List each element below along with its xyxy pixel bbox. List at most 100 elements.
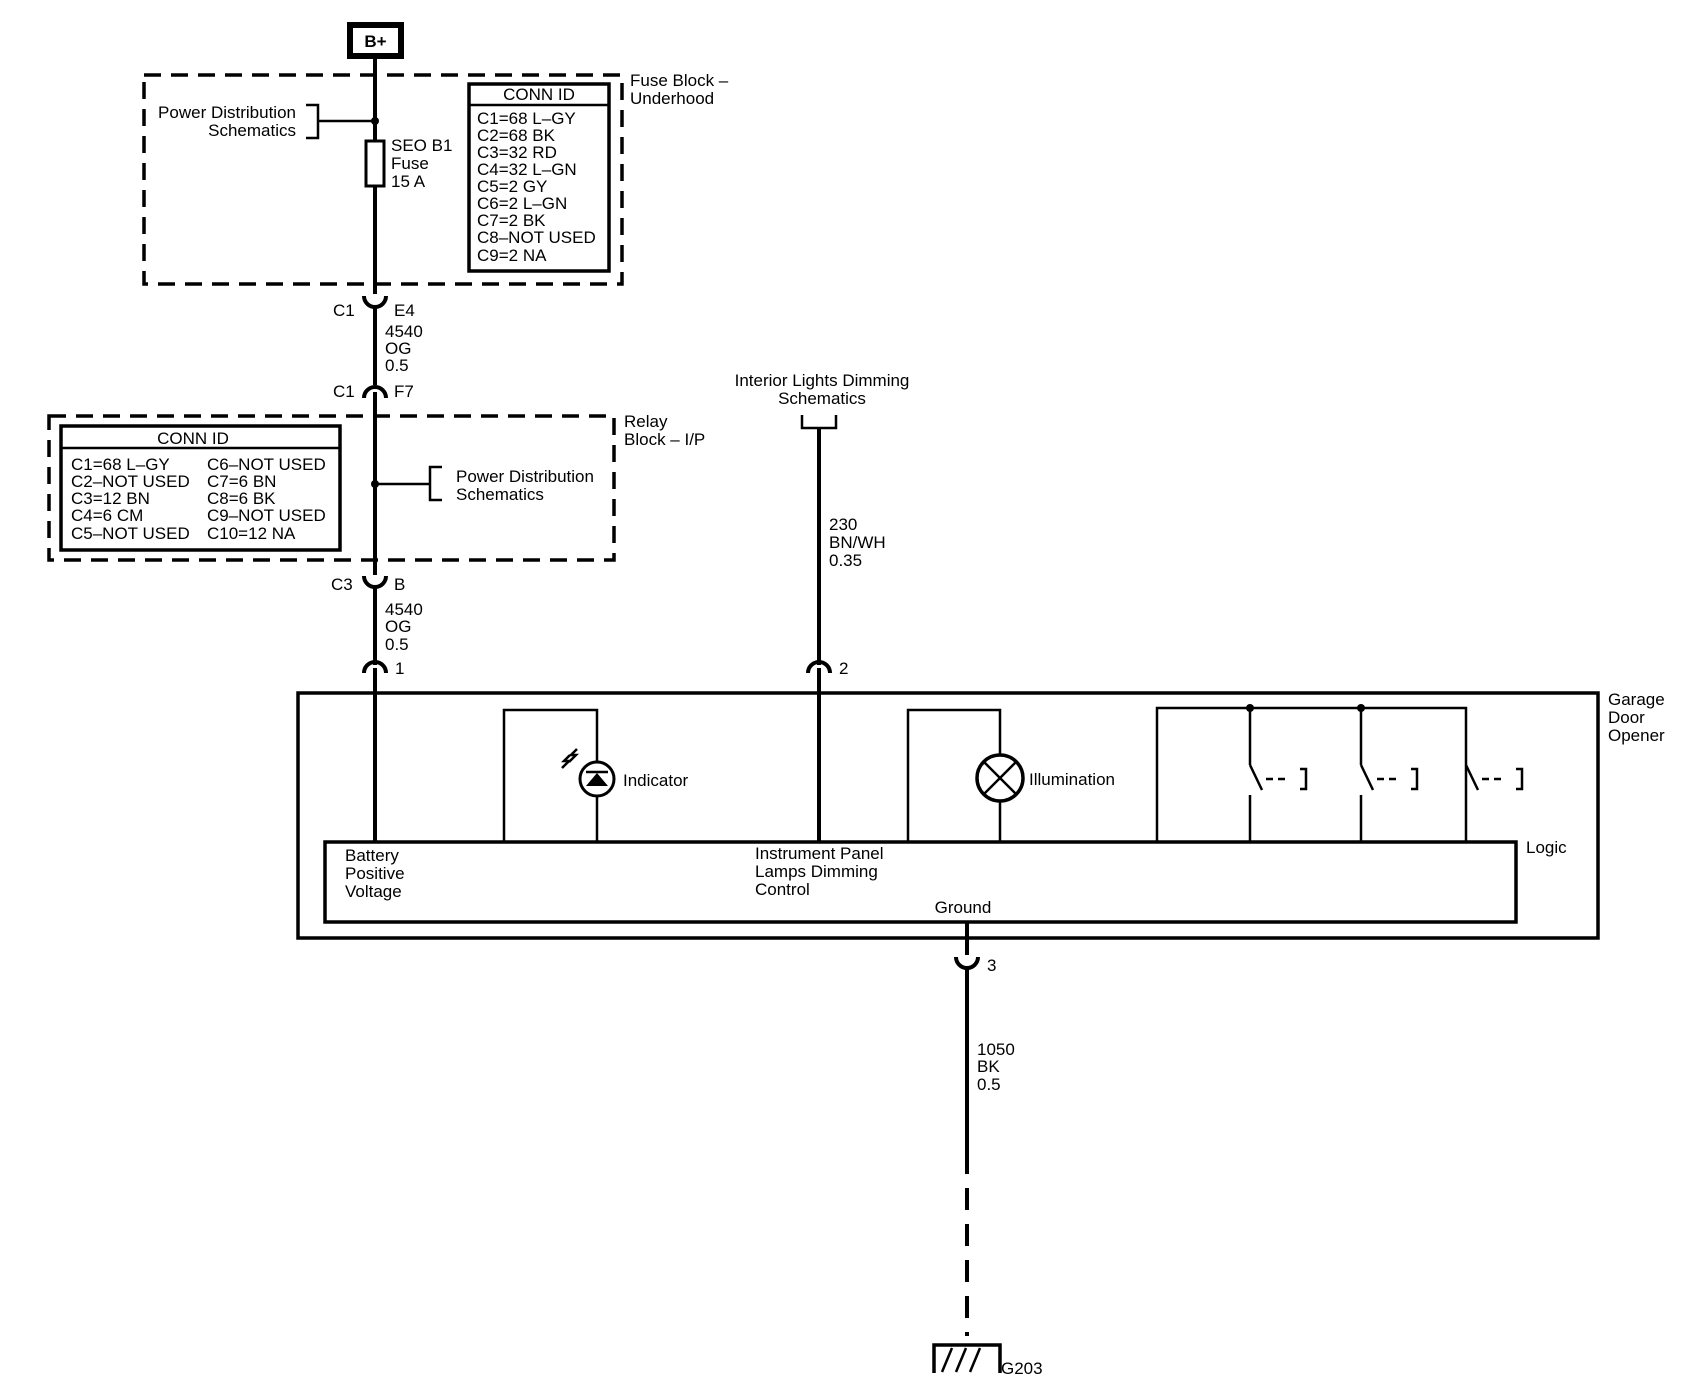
relay-block-conn-id-row: C8=6 BK — [207, 489, 276, 508]
svg-text:2: 2 — [839, 659, 848, 678]
interior-lights-dimming-ref[interactable]: Interior Lights Dimming Schematics — [735, 371, 910, 430]
svg-text:Fuse Block –: Fuse Block – — [630, 71, 729, 90]
svg-text:1: 1 — [395, 659, 404, 678]
svg-text:0.5: 0.5 — [385, 356, 409, 375]
relay-block-conn-id-row: C9–NOT USED — [207, 506, 326, 525]
svg-text:3: 3 — [987, 956, 996, 975]
battery-positive-voltage-input: Battery Positive Voltage — [345, 846, 405, 901]
fuse-block-conn-id-row: C7=2 BK — [477, 211, 546, 230]
svg-text:Positive: Positive — [345, 864, 405, 883]
wire-1050-label: 1050 BK 0.5 — [977, 1040, 1015, 1094]
svg-text:C3: C3 — [331, 575, 353, 594]
svg-text:Relay: Relay — [624, 412, 668, 431]
battery-positive-source: B+ — [347, 22, 404, 59]
wire-230-label: 230 BN/WH 0.35 — [829, 515, 886, 570]
indicator-led-circuit: Indicator — [502, 708, 689, 842]
svg-text:Control: Control — [755, 880, 810, 899]
svg-text:Lamps Dimming: Lamps Dimming — [755, 862, 878, 881]
svg-text:230: 230 — [829, 515, 857, 534]
switch-1-icon[interactable] — [1248, 708, 1308, 842]
instrument-panel-dimming-input: Instrument Panel Lamps Dimming Control — [755, 844, 884, 899]
logic-block — [323, 840, 1518, 924]
svg-text:Voltage: Voltage — [345, 882, 402, 901]
svg-text:SEO B1: SEO B1 — [391, 136, 452, 155]
module-pin-3: 3 — [954, 956, 996, 975]
ground-input-label: Ground — [935, 898, 992, 917]
svg-text:C1: C1 — [333, 301, 355, 320]
svg-text:E4: E4 — [394, 301, 415, 320]
fuse-block-conn-id-title: CONN ID — [503, 85, 575, 104]
connector-c1-e4: C1 E4 — [333, 295, 415, 320]
illumination-label: Illumination — [1029, 770, 1115, 789]
illumination-lamp-circuit: Illumination — [906, 708, 1115, 842]
svg-text:BK: BK — [977, 1057, 1000, 1076]
module-pin-1: 1 — [362, 659, 404, 678]
svg-text:0.35: 0.35 — [829, 551, 862, 570]
relay-block-conn-id-row: C2–NOT USED — [71, 472, 190, 491]
fuse-block-conn-id-row: C4=32 L–GN — [477, 160, 577, 179]
relay-block-boundary — [47, 414, 616, 562]
fuse-block-conn-id-row: C3=32 RD — [477, 143, 557, 162]
connector-c3-b: C3 B — [331, 575, 405, 594]
svg-text:0.5: 0.5 — [385, 635, 409, 654]
svg-text:OG: OG — [385, 617, 411, 636]
ground-icon — [932, 1343, 1002, 1373]
svg-text:F7: F7 — [394, 382, 414, 401]
relay-block-title: Relay Block – I/P — [624, 412, 705, 449]
fuse-block-conn-id-row: C9=2 NA — [477, 246, 547, 265]
fuse-block-conn-id-row: C2=68 BK — [477, 126, 556, 145]
switch-3-icon[interactable] — [1464, 764, 1524, 791]
svg-text:15 A: 15 A — [391, 172, 426, 191]
svg-text:Interior Lights Dimming: Interior Lights Dimming — [735, 371, 910, 390]
indicator-label: Indicator — [623, 771, 689, 790]
relay-block-conn-id-row: C5–NOT USED — [71, 524, 190, 543]
relay-block-conn-id-row: C7=6 BN — [207, 472, 276, 491]
svg-text:Battery: Battery — [345, 846, 399, 865]
svg-text:BN/WH: BN/WH — [829, 533, 886, 552]
svg-text:0.5: 0.5 — [977, 1075, 1001, 1094]
relay-block-conn-id-title: CONN ID — [157, 429, 229, 448]
relay-block-power-distribution-ref[interactable]: Power Distribution Schematics — [371, 465, 594, 504]
garage-door-opener-module — [296, 691, 1600, 940]
svg-text:Underhood: Underhood — [630, 89, 714, 108]
fuse-block-conn-id-row: C5=2 GY — [477, 177, 547, 196]
battery-positive-label: B+ — [364, 32, 386, 51]
fuse-label: SEO B1 Fuse 15 A — [391, 136, 452, 191]
svg-text:4540: 4540 — [385, 322, 423, 341]
wire-4540-lower-label: 4540 OG 0.5 — [385, 600, 423, 654]
svg-text:Instrument Panel: Instrument Panel — [755, 844, 884, 863]
relay-block-conn-id-row: C6–NOT USED — [207, 455, 326, 474]
relay-block-conn-id-table: CONN ID C1=68 L–GY C2–NOT USED C3=12 BN … — [59, 424, 342, 552]
garage-door-opener-title: Garage Door Opener — [1608, 690, 1665, 745]
relay-block-conn-id-row: C4=6 CM — [71, 506, 143, 525]
switch-2-icon[interactable] — [1359, 708, 1419, 842]
svg-text:1050: 1050 — [977, 1040, 1015, 1059]
fuse-block-power-distribution-ref[interactable]: Power Distribution Schematics — [158, 103, 379, 140]
fuse-symbol — [364, 139, 386, 188]
svg-text:Schematics: Schematics — [778, 389, 866, 408]
module-pin-2: 2 — [806, 659, 848, 678]
fuse-block-conn-id-row: C6=2 L–GN — [477, 194, 567, 213]
svg-text:OG: OG — [385, 339, 411, 358]
svg-text:Garage: Garage — [1608, 690, 1665, 709]
svg-text:Door: Door — [1608, 708, 1645, 727]
svg-text:Block – I/P: Block – I/P — [624, 430, 705, 449]
svg-text:Opener: Opener — [1608, 726, 1665, 745]
relay-block-conn-id-row: C3=12 BN — [71, 489, 150, 508]
fuse-block-conn-id-table: CONN ID C1=68 L–GY C2=68 BK C3=32 RD C4=… — [467, 82, 611, 273]
fuse-block-conn-id-row: C1=68 L–GY — [477, 109, 576, 128]
wire-4540-upper-label: 4540 OG 0.5 — [385, 322, 423, 375]
ground-label: G203 — [1001, 1359, 1043, 1378]
fuse-block-boundary — [142, 73, 624, 286]
svg-text:Power Distribution: Power Distribution — [158, 103, 296, 122]
connector-c1-f7: C1 F7 — [333, 382, 414, 401]
svg-text:Fuse: Fuse — [391, 154, 429, 173]
svg-text:B: B — [394, 575, 405, 594]
svg-text:Schematics: Schematics — [208, 121, 296, 140]
transmitter-switches — [1155, 704, 1524, 842]
svg-text:4540: 4540 — [385, 600, 423, 619]
svg-text:C1: C1 — [333, 382, 355, 401]
svg-text:Schematics: Schematics — [456, 485, 544, 504]
svg-text:Power Distribution: Power Distribution — [456, 467, 594, 486]
